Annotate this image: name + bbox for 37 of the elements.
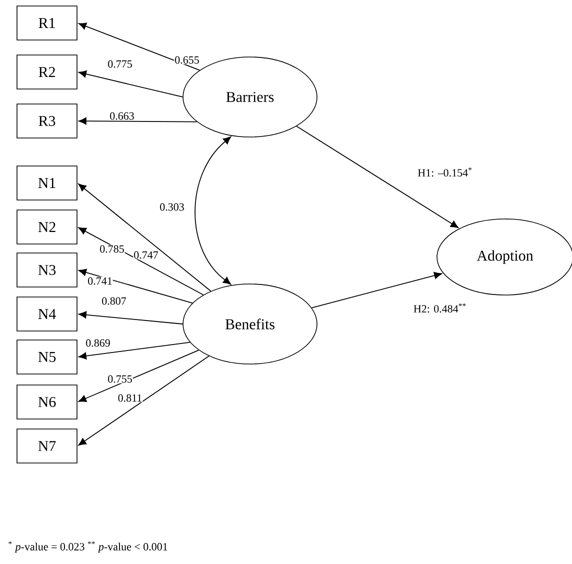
edge-label: 0.869 [85,338,111,348]
edge-label: H2: 0.484$^{**}$ [412,302,468,314]
indicator-box: N5 [16,340,78,374]
edge-label: 0.655 [174,56,200,64]
edge-label: 0.807 [101,296,127,306]
edge-label: H1: –0.154$^{*}$ [417,166,473,178]
indicator-box: N7 [16,428,78,464]
path-arrow [78,356,210,446]
edge-label: 0.785 [99,244,125,254]
path-arrow [78,70,184,98]
indicator-box: R2 [16,54,78,90]
edge-label: 0.747 [133,250,159,260]
path-arrow [78,350,200,402]
edge-label: 0.811 [117,394,143,402]
path-arrow [78,184,212,292]
edge-label: 0.663 [109,112,135,120]
edge-label: 0.775 [107,60,133,68]
edge-label: 0.303 [159,202,185,212]
indicator-box: N1 [16,166,78,200]
footnote: $^{*}$ p-value = 0.023 $^{**}$ p-value < 0.001 [8,541,168,553]
path-arrow [78,268,193,304]
edge-label: 0.741 [87,276,113,286]
correlation-arrow [194,136,232,285]
path-arrow [78,311,184,324]
indicator-box: N2 [16,210,78,244]
path-arrow [311,272,442,308]
path-arrow [78,342,190,360]
path-arrow [296,126,458,228]
indicator-box: R1 [16,6,78,40]
path-arrow [78,117,198,125]
path-arrow [78,227,204,296]
edge-label: 0.755 [107,374,133,384]
indicator-box: N6 [16,384,78,420]
indicator-box: N4 [16,296,78,332]
path-arrow [78,22,200,71]
indicator-box: N3 [16,252,78,288]
indicator-box: R3 [16,104,78,138]
